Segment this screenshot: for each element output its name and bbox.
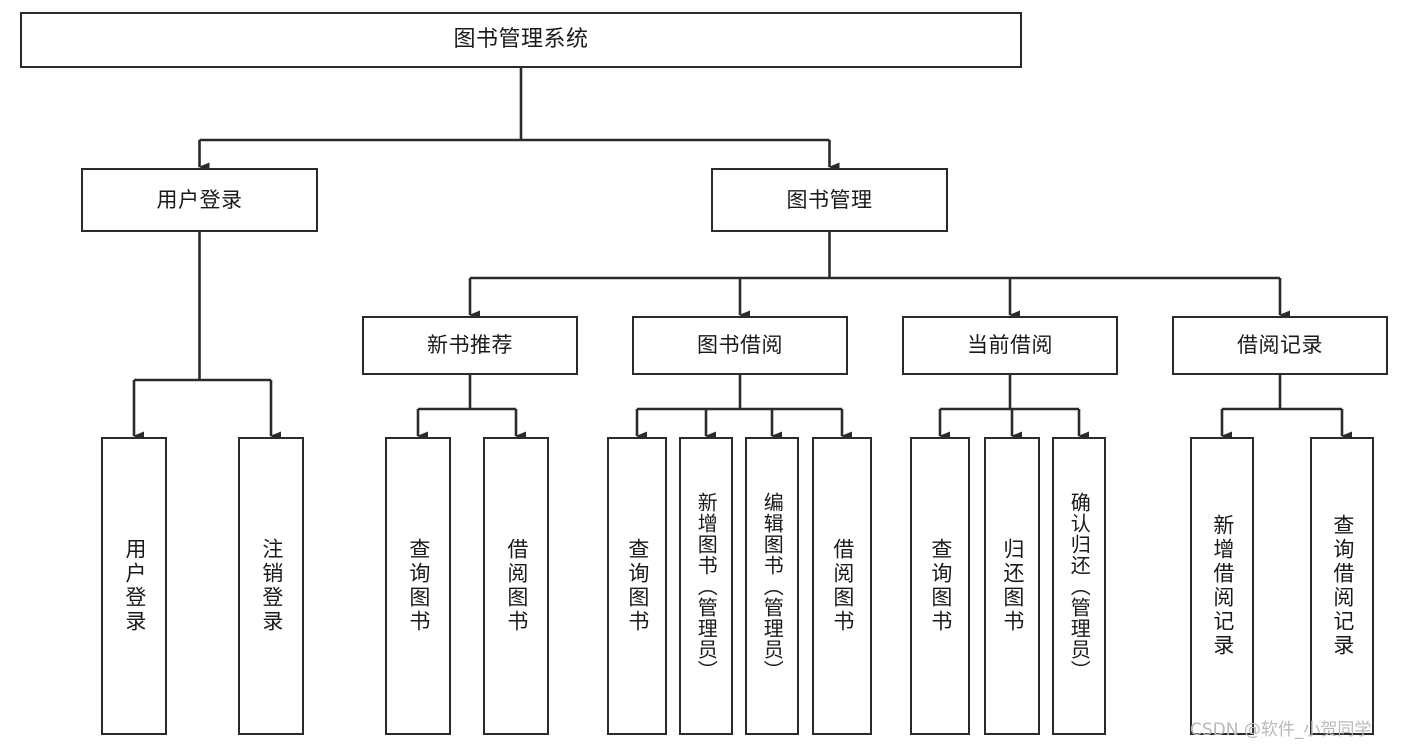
node-leaf-borrow-book-1[interactable]: 借阅图书 <box>483 437 549 735</box>
node-leaf-confirm-return[interactable]: 确认归还（管理员） <box>1052 437 1106 735</box>
node-leaf-query-borrow-record[interactable]: 查询借阅记录 <box>1310 437 1374 735</box>
node-label: 归还图书 <box>1000 538 1025 634</box>
node-label: 当前借阅 <box>967 333 1053 358</box>
node-label: 图书管理系统 <box>453 27 589 53</box>
node-leaf-query-book-2[interactable]: 查询图书 <box>607 437 667 735</box>
node-leaf-user-login[interactable]: 用户登录 <box>101 437 167 735</box>
node-leaf-add-borrow-record[interactable]: 新增借阅记录 <box>1190 437 1254 735</box>
node-book-borrow[interactable]: 图书借阅 <box>632 316 848 375</box>
node-leaf-edit-book[interactable]: 编辑图书（管理员） <box>745 437 799 735</box>
node-user-login[interactable]: 用户登录 <box>81 168 318 232</box>
node-label: 用户登录 <box>156 187 243 212</box>
node-label: 查询图书 <box>625 538 650 634</box>
node-label: 确认归还（管理员） <box>1067 491 1092 681</box>
node-leaf-user-logout[interactable]: 注销登录 <box>238 437 304 735</box>
csdn-watermark: CSDN @软件_小贺同学 <box>1190 720 1372 740</box>
node-label: 借阅图书 <box>504 538 529 634</box>
node-leaf-query-book-1[interactable]: 查询图书 <box>385 437 451 735</box>
node-label: 查询图书 <box>406 538 431 634</box>
node-label: 新增图书（管理员） <box>694 491 719 681</box>
node-label: 图书管理 <box>786 187 873 212</box>
node-label: 新增借阅记录 <box>1210 514 1235 658</box>
node-book-manage[interactable]: 图书管理 <box>711 168 948 232</box>
node-label: 借阅图书 <box>830 538 855 634</box>
node-label: 注销登录 <box>259 538 284 634</box>
node-leaf-query-book-3[interactable]: 查询图书 <box>910 437 970 735</box>
node-borrow-record[interactable]: 借阅记录 <box>1172 316 1388 375</box>
node-label: 查询图书 <box>928 538 953 634</box>
node-new-book-recommend[interactable]: 新书推荐 <box>362 316 578 375</box>
node-leaf-add-book[interactable]: 新增图书（管理员） <box>679 437 733 735</box>
node-label: 借阅记录 <box>1237 333 1323 358</box>
node-label: 编辑图书（管理员） <box>760 491 785 681</box>
node-label: 用户登录 <box>122 538 147 634</box>
node-current-borrow[interactable]: 当前借阅 <box>902 316 1118 375</box>
node-leaf-borrow-book-2[interactable]: 借阅图书 <box>812 437 872 735</box>
node-label: 查询借阅记录 <box>1330 514 1355 658</box>
node-leaf-return-book[interactable]: 归还图书 <box>984 437 1040 735</box>
node-root[interactable]: 图书管理系统 <box>20 12 1022 68</box>
node-label: 图书借阅 <box>697 333 783 358</box>
node-label: 新书推荐 <box>427 333 513 358</box>
